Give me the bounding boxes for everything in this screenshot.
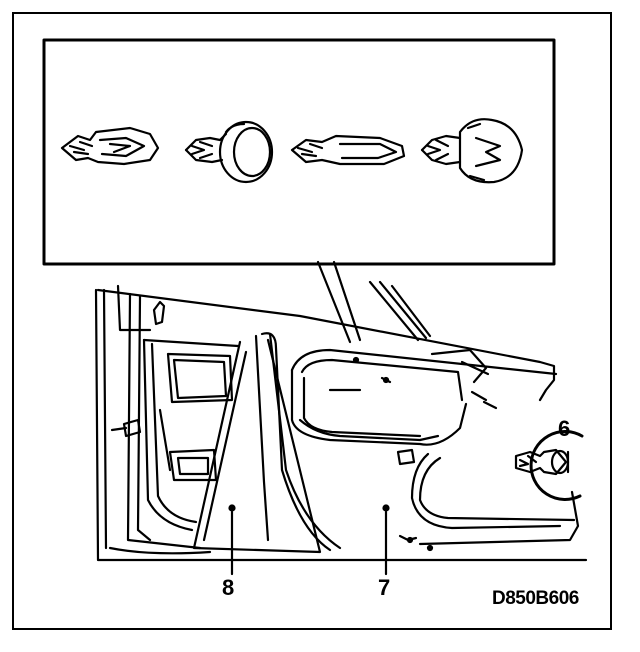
leader-line — [316, 260, 352, 344]
plastic-clip-icon — [60, 126, 160, 166]
detail-circle-6 — [514, 430, 584, 501]
door-body — [94, 280, 588, 562]
push-rivet-icon — [184, 120, 274, 184]
leader-line — [332, 260, 362, 342]
door-panel-7 — [290, 348, 576, 576]
reference-code: D850B606 — [492, 588, 579, 609]
door-seal-8 — [192, 332, 342, 576]
fastener-inset-box — [42, 38, 556, 266]
plastic-clip-icon — [290, 134, 406, 166]
diagram-frame — [12, 12, 612, 630]
callout-8: 8 — [222, 575, 235, 600]
callout-7: 7 — [378, 575, 391, 600]
expanding-fastener-icon — [420, 118, 524, 184]
callout-6: 6 — [558, 416, 571, 441]
trim-frame-left — [142, 338, 240, 532]
